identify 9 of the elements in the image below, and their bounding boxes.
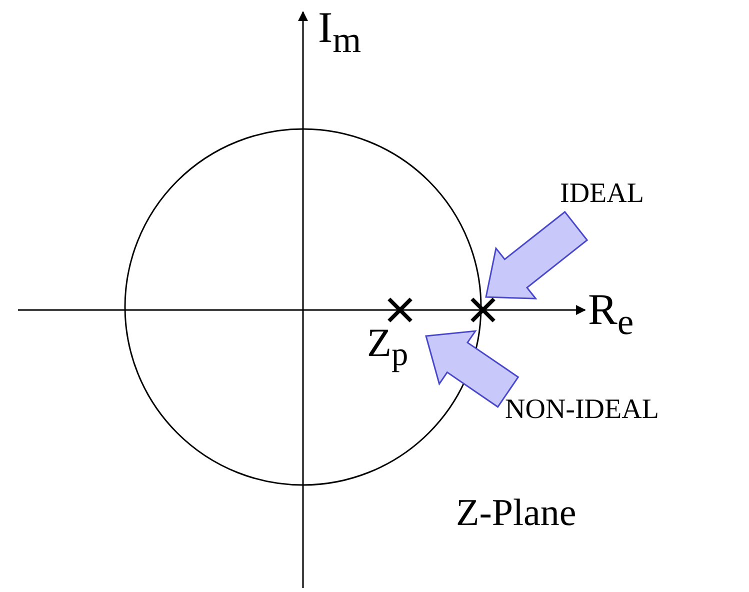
axis-label: I$_{m}$ <box>318 6 362 58</box>
axis-label: R$_{e}$ <box>588 288 634 340</box>
cross-mark <box>470 297 496 323</box>
pole-label: Z$_{p}$ <box>367 323 408 372</box>
callout-text: IDEAL <box>560 180 644 208</box>
block-arrow <box>485 210 588 300</box>
block-arrow <box>425 330 520 408</box>
plane-label: Z-Plane <box>456 494 576 532</box>
callout-text: NON-IDEAL <box>505 396 659 424</box>
